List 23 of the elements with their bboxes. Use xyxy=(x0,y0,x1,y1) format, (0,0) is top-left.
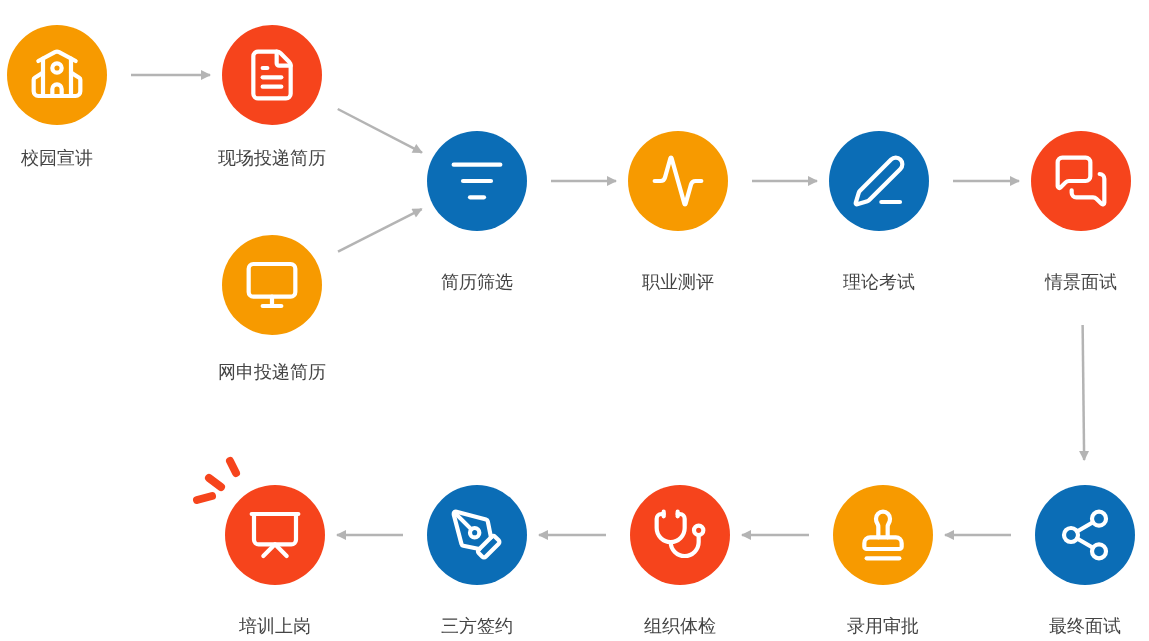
step-label: 情景面试 xyxy=(1045,271,1117,293)
step-label: 录用审批 xyxy=(847,615,919,637)
step-label: 三方签约 xyxy=(441,615,513,637)
step-label: 简历筛选 xyxy=(441,271,513,293)
step-label: 网申投递简历 xyxy=(218,361,326,383)
arrow xyxy=(953,176,1020,186)
arrow xyxy=(752,176,818,186)
step-label: 最终面试 xyxy=(1049,615,1121,637)
arrow xyxy=(1079,324,1090,461)
arrow xyxy=(337,207,423,253)
step-label: 校园宣讲 xyxy=(21,147,93,169)
step-label: 现场投递简历 xyxy=(218,147,326,169)
arrow xyxy=(944,530,1011,540)
step-label: 组织体检 xyxy=(644,615,716,637)
arrow xyxy=(337,107,423,154)
arrow xyxy=(131,70,211,80)
step-label: 培训上岗 xyxy=(239,615,311,637)
step-label: 职业测评 xyxy=(642,271,714,293)
step-label: 理论考试 xyxy=(843,271,915,293)
arrow xyxy=(551,176,617,186)
arrow xyxy=(741,530,809,540)
arrow xyxy=(336,530,403,540)
arrow xyxy=(538,530,606,540)
